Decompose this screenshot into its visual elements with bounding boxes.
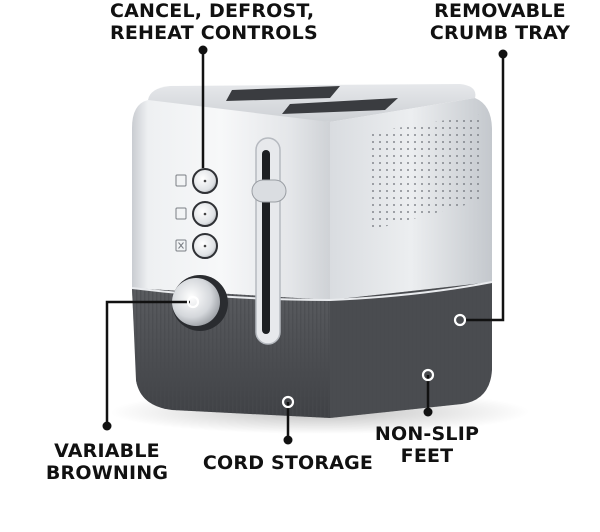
callout-controls: CANCEL, DEFROST, REHEAT CONTROLS (110, 0, 318, 44)
cancel-defrost-reheat-buttons (175, 168, 218, 259)
callout-cord-storage: CORD STORAGE (202, 452, 374, 474)
callout-browning: VARIABLE BROWNING (45, 440, 169, 484)
browning-dial (172, 275, 228, 331)
callout-non-slip-feet: NON-SLIP FEET (374, 423, 480, 467)
callout-crumb-tray: REMOVABLE CRUMB TRAY (429, 0, 571, 44)
toast-lever (251, 137, 287, 345)
